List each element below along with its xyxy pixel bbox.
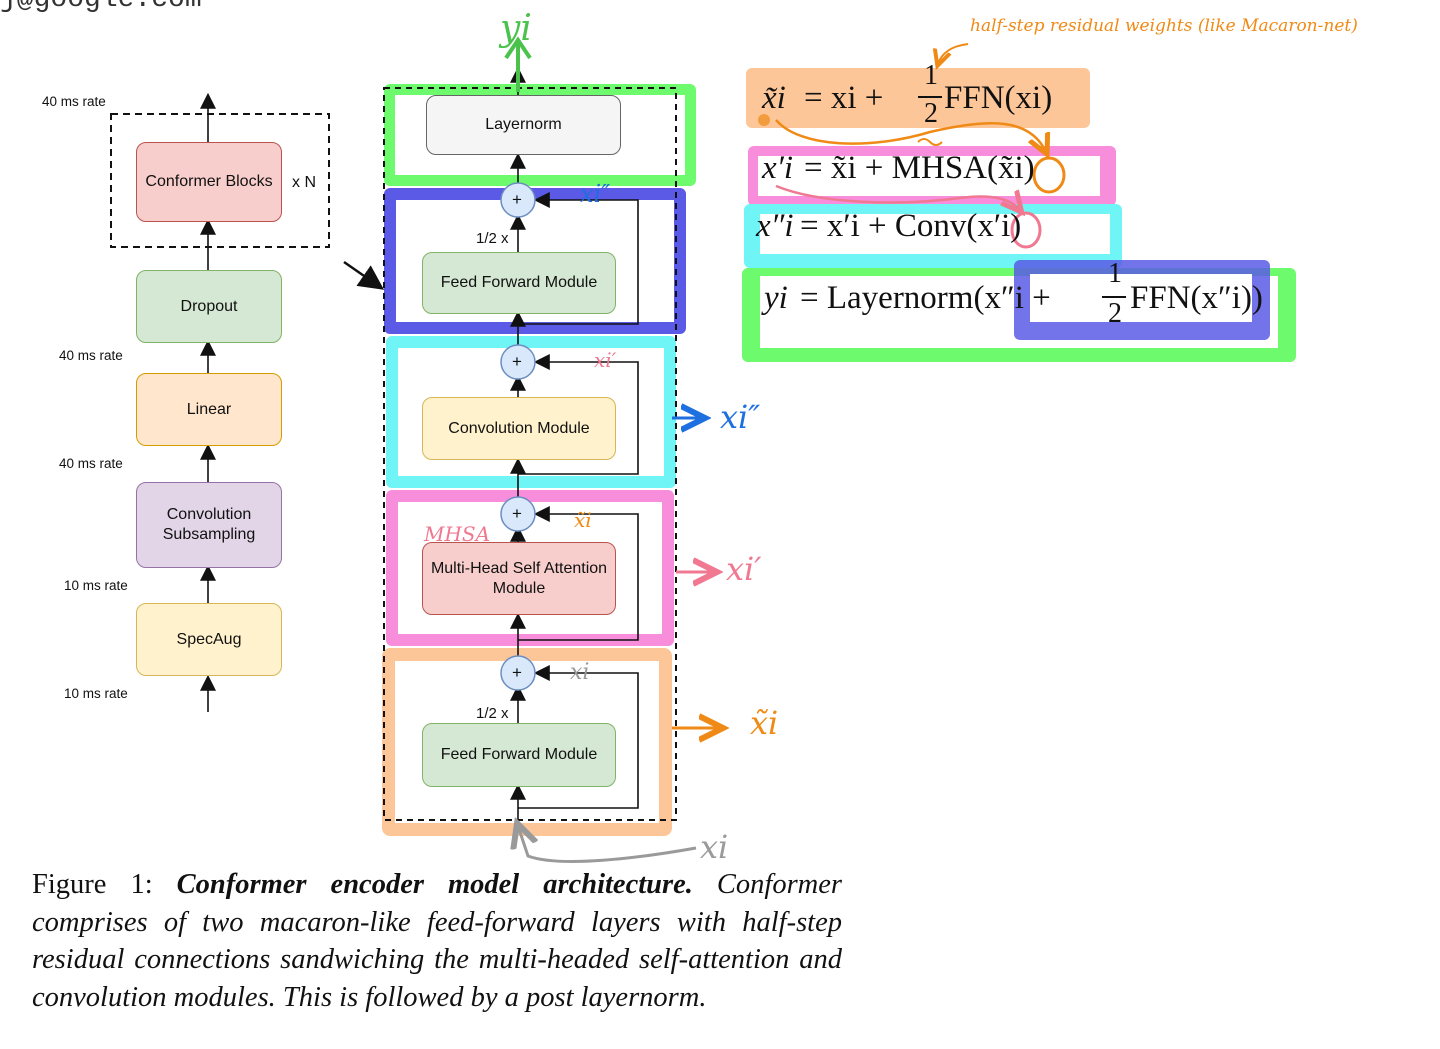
plus-circles [500,182,536,691]
layernorm-label: Layernorm [485,116,562,133]
equation-4-num: 1 [1108,258,1122,289]
equation-4-den: 2 [1108,298,1122,329]
ffn-bottom-label: Feed Forward Module [440,746,598,763]
repeat-label: x N [292,174,316,191]
equation-2-lhs: x′i [762,150,794,186]
equation-1-den: 2 [924,98,938,129]
equation-3-lhs: x″i [756,208,794,244]
equation-4-lhs: yi [764,280,788,316]
side-xi: xi [700,828,729,866]
side-xtilde: x̃i [750,704,779,742]
equation-4-a: = Layernorm(x″i + [800,280,1051,316]
mhsa-label: Multi-Head Self Attention Module [430,559,608,597]
xi-annotation: xi [570,660,590,685]
equation-1-num: 1 [924,60,938,91]
repeat-dashed-box [110,113,330,248]
xprime-annotation: xi′ [594,348,617,372]
equation-1-b: FFN(xi) [944,80,1053,116]
plus-sign: + [512,190,522,209]
convsub-label: Convolution Subsampling [162,506,256,543]
specaug-label: SpecAug [176,630,242,648]
plus-sign: + [512,352,522,371]
eq3-inner [760,214,1110,254]
conv-label: Convolution Module [448,419,590,437]
eq4-blue-inner [1030,274,1252,322]
green-frame [384,84,696,186]
xdprime-annotation: xi″ [580,180,611,208]
half-step-note: half-step residual weights (like Macaron… [970,16,1358,36]
dropout-block: Dropout [136,270,282,343]
equation-1-lhs: x̃i [762,80,786,116]
ffn-bottom-module: Feed Forward Module [422,723,616,787]
plus-sign: + [512,504,522,523]
side-xprime: xi′ [726,550,762,588]
conformer-blocks-label: Conformer Blocks [145,173,273,190]
mhsa-note: MHSA [424,522,491,546]
specaug-block: SpecAug [136,603,282,676]
equation-1-fracbar [918,96,942,98]
rate-label: 10 ms rate [64,578,128,593]
equation-1-a: = xi + [804,80,884,116]
linear-label: Linear [186,400,232,418]
caption-body: Conformer comprises of two macaron-like … [32,869,843,1013]
caption-title: Conformer encoder model architecture. [176,869,693,900]
equation-4-b: FFN(x″i)) [1130,280,1263,316]
ffn-top-label: Feed Forward Module [440,274,598,291]
yi-annotation: yi [500,8,532,49]
equation-4-fracbar [1102,296,1126,298]
convsub-block: Convolution Subsampling [136,482,282,568]
rate-label: 40 ms rate [59,348,123,363]
half-label: 1/2 x [476,230,509,247]
email-fragment: j@google.com [0,0,202,15]
xtilde-annotation: x̃i [574,508,592,532]
figure-caption: Figure 1: Conformer encoder model archit… [32,866,842,1016]
rate-label: 40 ms rate [42,94,106,109]
conv-module: Convolution Module [422,397,616,460]
equation-3-a: = x′i + Conv(x′i) [800,208,1022,244]
plus-sign: + [512,663,522,682]
cyan-frame [386,336,676,488]
layernorm-module: Layernorm [426,95,621,155]
half-label: 1/2 x [476,705,509,722]
mhsa-module: Multi-Head Self Attention Module [422,542,616,615]
conformer-blocks: Conformer Blocks [136,142,282,222]
ffn-top-module: Feed Forward Module [422,252,616,314]
eq1-highlight [746,68,1090,128]
side-xdprime: xi″ [720,398,761,436]
dropout-label: Dropout [180,297,238,315]
linear-block: Linear [136,373,282,446]
rate-label: 40 ms rate [59,456,123,471]
rate-label: 10 ms rate [64,686,128,701]
equation-2-a: = x̃i + MHSA(x̃i) [804,150,1035,186]
caption-prefix: Figure 1: [32,869,177,900]
